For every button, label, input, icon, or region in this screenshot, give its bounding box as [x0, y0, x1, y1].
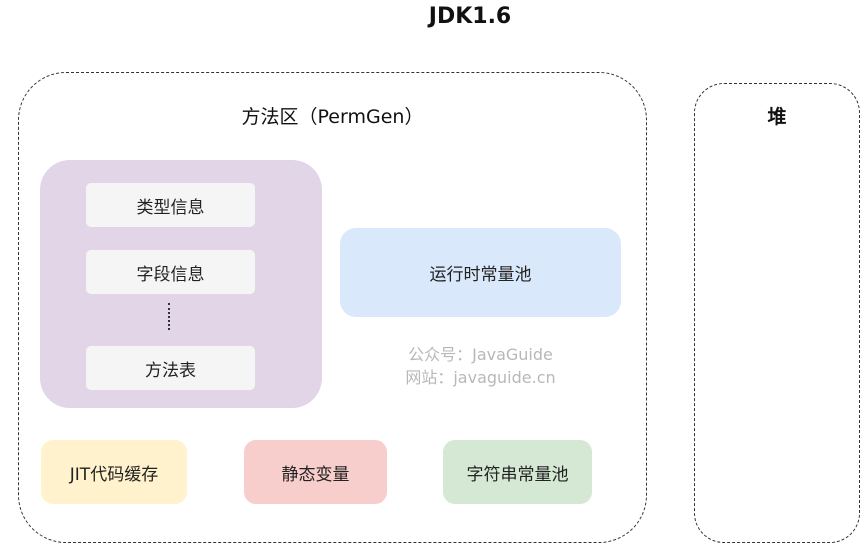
permgen-label: 方法区（PermGen） [241, 106, 424, 128]
static-variables-box: 静态变量 [244, 440, 387, 504]
heap-region [694, 83, 860, 543]
field-info-card: 字段信息 [86, 250, 255, 294]
type-info-card: 类型信息 [86, 183, 255, 227]
permgen-region [18, 72, 647, 543]
runtime-constant-pool-box: 运行时常量池 [340, 228, 621, 317]
jit-code-cache-box: JIT代码缓存 [41, 440, 187, 504]
string-constant-pool-box: 字符串常量池 [443, 440, 592, 504]
watermark-line-2: 网站：javaguide.cn [405, 368, 556, 387]
watermark-line-1: 公众号：JavaGuide [408, 345, 553, 364]
method-table-card: 方法表 [86, 346, 255, 390]
heap-label: 堆 [767, 106, 787, 128]
diagram-title: JDK1.6 [428, 4, 512, 29]
vertical-ellipsis [168, 303, 170, 330]
